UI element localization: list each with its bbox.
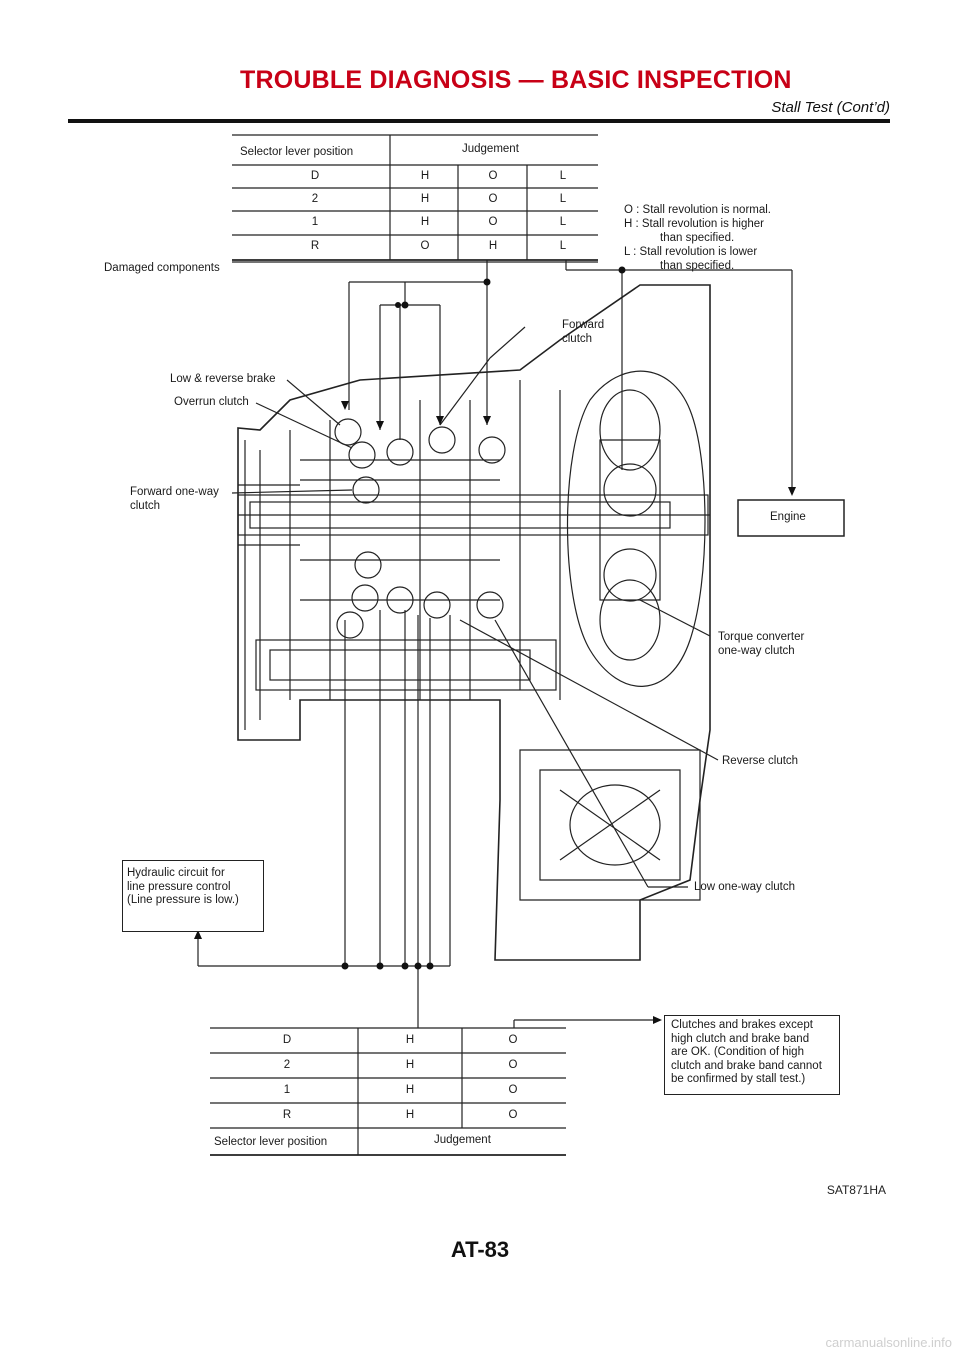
bottom-row-d-j1: H bbox=[405, 1034, 415, 1046]
site-watermark: carmanualsonline.info bbox=[825, 1335, 952, 1350]
engine-label: Engine bbox=[770, 511, 806, 523]
torque-converter-label-line1: Torque converter bbox=[718, 631, 805, 643]
top-row-2-j2: O bbox=[488, 193, 498, 205]
legend-h-line2: than specified. bbox=[660, 232, 735, 244]
top-table-header-position: Selector lever position bbox=[240, 146, 354, 158]
damaged-components-label: Damaged components bbox=[104, 262, 220, 274]
torque-converter-label-line2: one-way clutch bbox=[718, 645, 795, 657]
result-line2: high clutch and brake band bbox=[671, 1032, 810, 1045]
bottom-row-1-j1: H bbox=[405, 1084, 415, 1096]
top-row-d-j2: O bbox=[488, 170, 498, 182]
bottom-row-2-pos: 2 bbox=[283, 1059, 291, 1071]
bottom-row-r-j1: H bbox=[405, 1109, 415, 1121]
page-title: TROUBLE DIAGNOSIS — BASIC INSPECTION bbox=[240, 66, 792, 94]
top-row-d-j3: L bbox=[559, 170, 567, 182]
low-reverse-brake-label: Low & reverse brake bbox=[170, 373, 276, 385]
top-row-d-j1: H bbox=[420, 170, 430, 182]
result-line1: Clutches and brakes except bbox=[671, 1019, 813, 1031]
forward-clutch-label-line2: clutch bbox=[562, 333, 593, 345]
hydraulic-line1: Hydraulic circuit for bbox=[127, 867, 225, 879]
bottom-table-header-judgement: Judgement bbox=[434, 1134, 491, 1146]
top-row-2-j3: L bbox=[559, 193, 567, 205]
forward-oneway-clutch-label-line1: Forward one-way bbox=[130, 486, 219, 498]
overrun-clutch-label: Overrun clutch bbox=[174, 396, 249, 408]
top-row-r-j2: H bbox=[488, 240, 498, 252]
low-oneway-clutch-label: Low one-way clutch bbox=[694, 881, 795, 893]
bottom-row-2-j1: H bbox=[405, 1059, 415, 1071]
bottom-row-1-pos: 1 bbox=[283, 1084, 291, 1096]
bottom-row-d-j2: O bbox=[508, 1034, 518, 1046]
result-line5: be confirmed by stall test.) bbox=[671, 1073, 806, 1085]
top-row-1-j2: O bbox=[488, 216, 498, 228]
forward-clutch-label-line1: Forward bbox=[562, 319, 605, 331]
result-line4: clutch and brake band cannot bbox=[671, 1059, 822, 1072]
bottom-table-header-position: Selector lever position bbox=[214, 1136, 328, 1148]
top-row-r-j1: O bbox=[420, 240, 430, 252]
hydraulic-line2: line pressure control bbox=[127, 880, 231, 893]
top-row-1-j3: L bbox=[559, 216, 567, 228]
bottom-row-r-pos: R bbox=[282, 1109, 292, 1121]
bottom-row-d-pos: D bbox=[282, 1034, 292, 1046]
page-subtitle: Stall Test (Cont’d) bbox=[771, 99, 890, 116]
bottom-row-2-j2: O bbox=[508, 1059, 518, 1071]
hydraulic-line3: (Line pressure is low.) bbox=[127, 894, 239, 906]
legend-l-line2: than specified. bbox=[660, 260, 735, 272]
top-row-r-j3: L bbox=[559, 240, 567, 252]
legend-l-line1: L : Stall revolution is lower bbox=[624, 246, 758, 258]
top-row-d-pos: D bbox=[310, 170, 320, 182]
top-row-1-pos: 1 bbox=[311, 216, 319, 228]
reverse-clutch-label: Reverse clutch bbox=[722, 755, 799, 767]
legend-h-line1: H : Stall revolution is higher bbox=[624, 218, 764, 230]
figure-id: SAT871HA bbox=[826, 1183, 886, 1197]
top-table-header-judgement: Judgement bbox=[462, 143, 519, 155]
top-row-2-pos: 2 bbox=[311, 193, 319, 205]
result-box: Clutches and brakes except high clutch a… bbox=[664, 1015, 840, 1095]
header-rule bbox=[68, 119, 890, 123]
result-line3: are OK. (Condition of high bbox=[671, 1046, 804, 1058]
bottom-row-r-j2: O bbox=[508, 1109, 518, 1121]
top-row-1-j1: H bbox=[420, 216, 430, 228]
top-row-2-j1: H bbox=[420, 193, 430, 205]
bottom-row-1-j2: O bbox=[508, 1084, 518, 1096]
top-row-r-pos: R bbox=[310, 240, 320, 252]
forward-oneway-clutch-label-line2: clutch bbox=[130, 500, 161, 512]
legend-o: O : Stall revolution is normal. bbox=[624, 204, 772, 216]
page-number: AT-83 bbox=[450, 1237, 510, 1262]
hydraulic-circuit-box: Hydraulic circuit for line pressure cont… bbox=[122, 860, 264, 932]
